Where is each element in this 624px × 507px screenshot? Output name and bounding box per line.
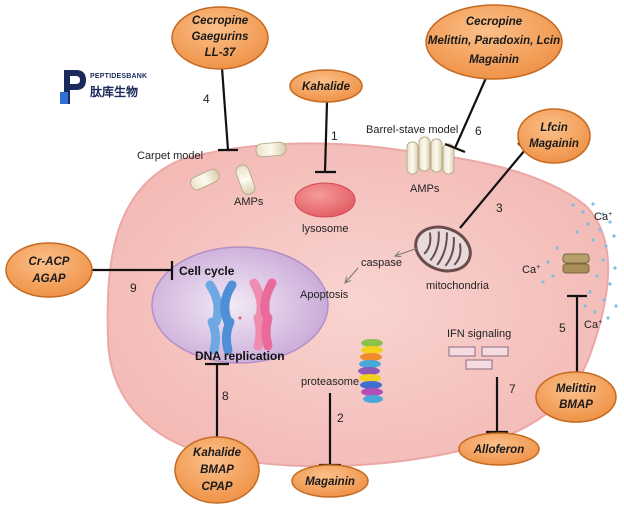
mechanism-number-2: 2 (337, 411, 344, 425)
oval-g6-line1: Cecropine (466, 16, 523, 28)
mechanism-number-3: 3 (496, 201, 503, 215)
label-carpet-model: Carpet model (137, 150, 203, 162)
logo-mark-icon (60, 70, 86, 104)
label-ca-low: Ca+ (584, 319, 602, 331)
oval-g6-line3: Magainin (469, 54, 519, 66)
peptide-oval-g3: Lfcin Magainin (517, 108, 591, 164)
label-amps-right: AMPs (410, 183, 440, 195)
peptide-oval-g7: Alloferon (458, 432, 540, 466)
oval-g9-line2: AGAP (31, 273, 66, 285)
label-lysosome: lysosome (302, 223, 348, 235)
calcium-ions (541, 202, 618, 320)
ifn-signaling-boxes (448, 346, 509, 370)
oval-g3-line2: Magainin (529, 138, 579, 150)
oval-g4-line3: LL-37 (205, 47, 236, 59)
label-ca-mid: Ca+ (522, 264, 540, 276)
oval-g4-line2: Gaegurins (192, 31, 249, 43)
peptide-oval-g1: Kahalide (289, 69, 363, 103)
label-cell-cycle: Cell cycle (179, 264, 235, 278)
peptide-oval-g8: Kahalide BMAP CPAP (174, 436, 260, 504)
label-apoptosis: Apoptosis (300, 289, 349, 301)
nucleus-dot (238, 316, 242, 320)
ion-channel (562, 253, 590, 274)
mechanism-number-1: 1 (331, 129, 338, 143)
label-proteasome: proteasome (301, 376, 359, 388)
label-caspase: caspase (361, 257, 402, 269)
carpet-amps (189, 141, 287, 195)
peptide-oval-g9: Cr-ACP AGAP (5, 242, 93, 298)
mechanism-number-5: 5 (559, 321, 566, 335)
oval-g3-line1: Lfcin (540, 122, 567, 134)
proteasome-structure (358, 339, 383, 403)
label-mitochondria: mitochondria (426, 280, 490, 292)
logo-name-cn: 肽库生物 (90, 84, 138, 99)
mechanism-number-8: 8 (222, 389, 229, 403)
oval-g6-line2: Melittin, Paradoxin, Lcin (428, 35, 560, 47)
mitochondria-organelle (414, 225, 472, 273)
peptide-oval-g6: Cecropine Melittin, Paradoxin, Lcin Maga… (425, 4, 563, 80)
label-ifn-signaling: IFN signaling (447, 328, 511, 340)
label-barrel-stave-model: Barrel-stave model (366, 124, 458, 136)
label-amps-left: AMPs (234, 196, 264, 208)
oval-g5-line2: BMAP (559, 399, 593, 411)
mechanism-number-7: 7 (509, 382, 516, 396)
label-dna-replication: DNA replication (195, 349, 285, 363)
chromosome-blue (205, 280, 237, 355)
oval-g8-line2: BMAP (200, 464, 234, 476)
oval-g8-line3: CPAP (201, 481, 232, 493)
peptidesbank-logo: PEPTIDESBANK 肽库生物 (60, 70, 147, 104)
mechanism-number-6: 6 (475, 124, 482, 138)
oval-g7-line1: Alloferon (473, 444, 524, 456)
oval-g9-line1: Cr-ACP (29, 256, 70, 268)
peptide-oval-g4: Cecropine Gaegurins LL-37 (171, 6, 269, 70)
nucleus (151, 246, 329, 364)
oval-g1-line1: Kahalide (302, 81, 351, 93)
inhibition-lines (88, 67, 587, 467)
oval-g8-line1: Kahalide (193, 447, 242, 459)
logo-name-en: PEPTIDESBANK (90, 73, 147, 80)
lysosome-organelle (294, 182, 356, 218)
mechanism-number-9: 9 (130, 281, 137, 295)
oval-g4-line1: Cecropine (192, 15, 249, 27)
label-ca-top: Ca+ (594, 211, 612, 223)
arrow-caspase-apoptosis (345, 267, 359, 283)
mechanism-number-4: 4 (203, 92, 210, 106)
oval-g5-line1: Melittin (556, 383, 596, 395)
barrel-stave-amps (406, 136, 455, 175)
oval-g2-line1: Magainin (305, 476, 355, 488)
peptide-oval-g5: Melittin BMAP (535, 371, 617, 423)
chromosome-pink (249, 278, 277, 351)
arrow-mito-caspase (395, 247, 419, 256)
peptide-oval-g2: Magainin (291, 464, 369, 498)
